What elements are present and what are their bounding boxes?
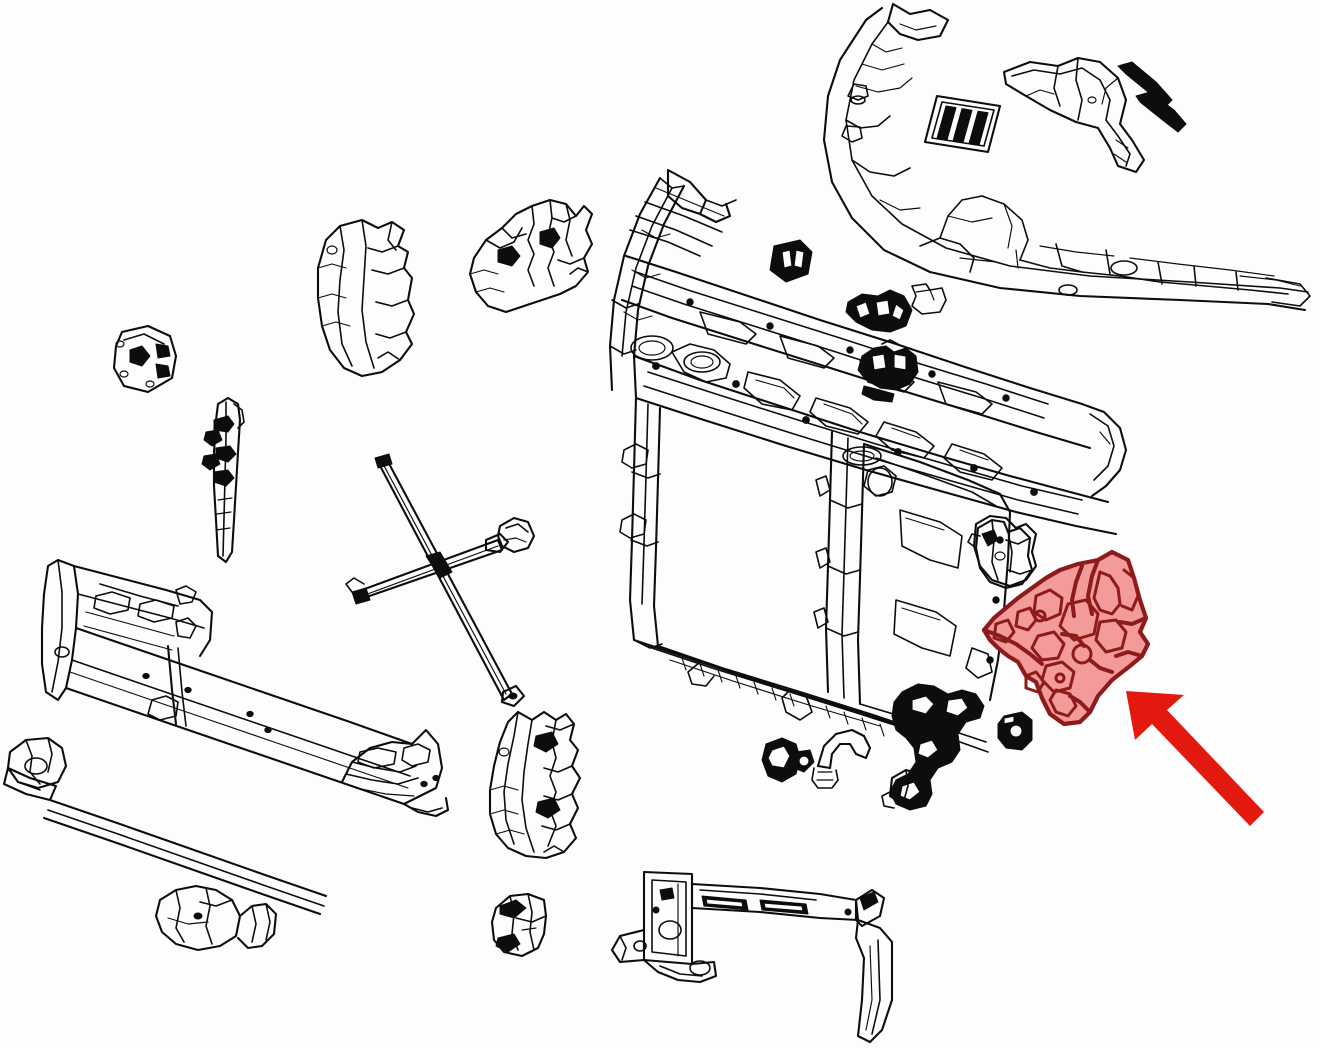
part-hose-bracket	[811, 728, 872, 789]
part-clip-pair	[1117, 61, 1187, 133]
part-fender-bracket	[488, 710, 582, 860]
part-grille-vent-panel	[923, 94, 1002, 154]
part-lower-clip	[888, 768, 926, 806]
leader-line-latch	[905, 301, 915, 311]
part-cross-tie-rods	[345, 453, 536, 708]
part-grommet-right	[997, 711, 1033, 751]
part-upper-rail-bracket	[1002, 56, 1146, 174]
part-small-plate	[112, 324, 178, 394]
part-oval-grommet	[769, 239, 813, 283]
part-latch-striker	[845, 289, 913, 333]
part-radiator-mount-small	[972, 514, 1038, 588]
part-small-clip-block	[490, 892, 548, 958]
part-latch-assembly	[857, 339, 919, 403]
part-radiator-support-frame	[608, 168, 1128, 753]
part-hood-latch-plate	[610, 870, 894, 1044]
part-vertical-strut	[201, 396, 245, 564]
part-radiator-mount-lower	[967, 518, 1034, 590]
part-side-bracket-left	[316, 218, 416, 378]
highlighted-part[interactable]	[981, 549, 1151, 727]
part-bumper-reinforcement	[40, 558, 450, 818]
part-curved-bracket	[881, 683, 985, 811]
part-side-bracket-inner	[468, 198, 594, 314]
part-latch-shim	[911, 283, 947, 315]
part-upper-tie-bar	[822, 2, 1311, 312]
annotation-arrow	[1126, 691, 1264, 826]
part-bumper-lower-beam	[2, 736, 328, 952]
part-grommet-left	[761, 737, 815, 783]
